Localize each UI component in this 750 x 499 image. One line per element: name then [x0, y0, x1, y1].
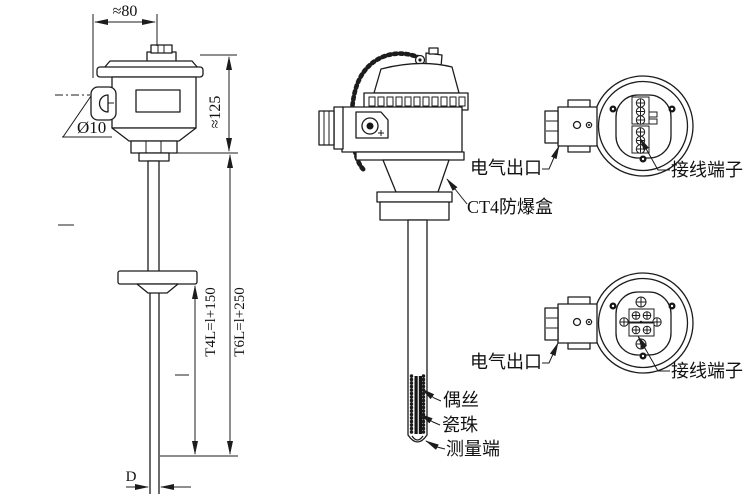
dim-width-label: ≈80	[113, 3, 138, 20]
dim-entry-hole-label: Ø10	[77, 118, 106, 137]
outlet-pin	[585, 318, 593, 326]
neck-collar	[376, 191, 453, 203]
head-neck-taper	[111, 127, 197, 142]
measuring-tip	[411, 435, 424, 441]
entry-thread-cap	[318, 110, 335, 146]
label-electrical-outlet-bottom: 电气出口	[470, 352, 542, 372]
dim-t6-label: T6L=l+250	[232, 287, 248, 356]
head-dome	[373, 62, 460, 94]
label-explosion-proof-box: CT4防爆盒	[467, 197, 553, 217]
middle-view-labels: CT4防爆盒 偶丝 瓷珠 测量端	[419, 178, 553, 459]
cover-inner-circle	[597, 80, 689, 172]
outlet-screw	[572, 317, 582, 327]
label-terminal-block-top: 接线端子	[671, 160, 743, 180]
label-couple-wire: 偶丝	[443, 390, 479, 410]
left-view-dimensions: ≈80 ≈125 Ø10 T6L=l+250 T4L=l+150 D	[55, 3, 248, 490]
hex-nut	[130, 140, 178, 154]
probe-tube-upper	[147, 160, 160, 273]
head-shell-rim	[355, 151, 465, 161]
process-flange	[117, 270, 198, 285]
entry-keyhole	[98, 94, 109, 113]
entry-flange	[333, 106, 344, 150]
terminal-view-top: 电气出口 接线端子	[470, 75, 743, 180]
electrical-outlet-body	[557, 303, 598, 344]
outlet-thread-cap	[544, 110, 559, 144]
outlet-screw	[572, 120, 582, 130]
label-measuring-end: 测量端	[446, 439, 500, 459]
cover-screws	[609, 302, 676, 360]
couple-wire-right	[418, 376, 422, 434]
terminal-view-bottom: 电气出口 接线端子	[470, 272, 743, 381]
head-top-knob	[150, 44, 173, 54]
nut-collar	[138, 152, 170, 162]
left-view-probe	[58, 160, 198, 494]
outlet-pin	[585, 121, 593, 129]
neck-cone	[382, 159, 450, 193]
couple-wire-left	[414, 376, 418, 434]
label-ceramic-bead: 瓷珠	[442, 415, 478, 435]
left-view: ≈80 ≈125 Ø10 T6L=l+250 T4L=l+150 D	[55, 3, 248, 494]
terminal-cluster	[619, 296, 662, 350]
entry-cap-top	[428, 47, 439, 55]
head-label-plate	[135, 89, 181, 113]
locking-screw	[361, 117, 379, 135]
left-view-head	[90, 44, 204, 162]
dim-tip-diameter-label: D	[126, 469, 137, 485]
head-lid-flange	[96, 66, 204, 78]
label-electrical-outlet-top: 电气出口	[470, 158, 542, 178]
neck-block	[379, 201, 450, 221]
label-terminal-block-bottom: 接线端子	[671, 361, 743, 381]
middle-view: CT4防爆盒 偶丝 瓷珠 测量端	[318, 47, 553, 459]
flange-taper	[136, 283, 179, 294]
dim-t4-label: T4L=l+150	[203, 287, 219, 356]
dim-height-label: ≈125	[207, 96, 224, 129]
knurl-teeth	[368, 96, 466, 107]
cover-inner-circle	[597, 277, 689, 369]
cover-screws	[609, 105, 676, 163]
head-side-entry	[90, 86, 117, 121]
outlet-thread-cap	[544, 307, 559, 341]
